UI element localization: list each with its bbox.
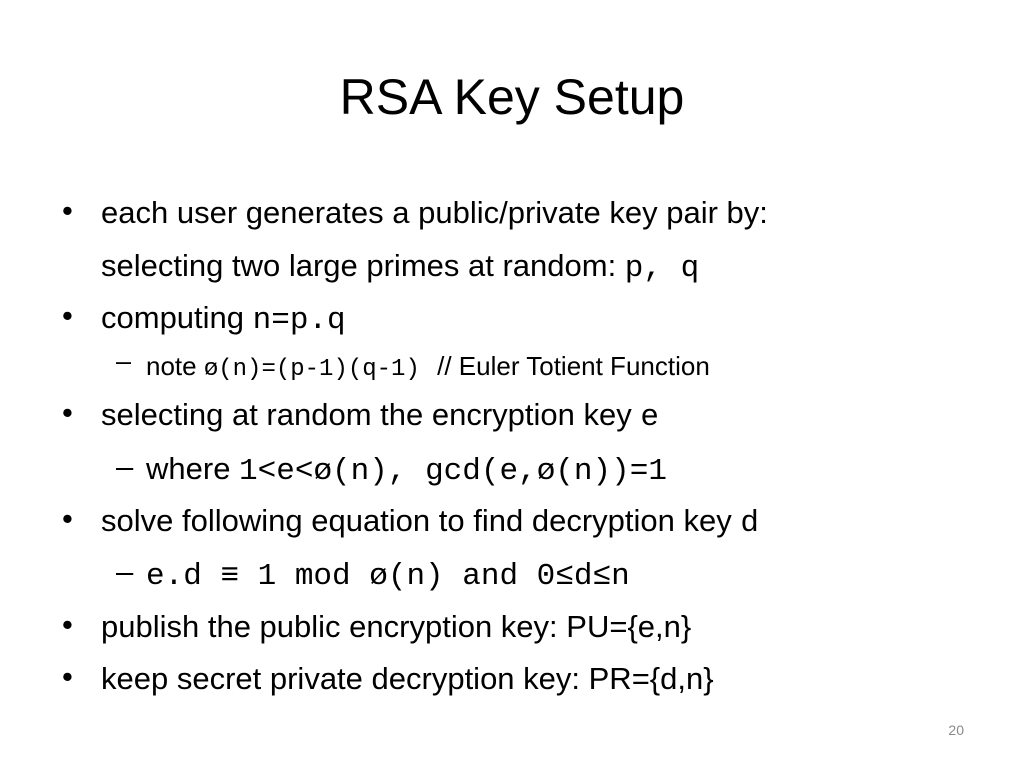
sub-bullet-d-equation: e.d ≡ 1 mod ø(n) and 0≤d≤n: [146, 554, 630, 597]
bullet-text: computing: [101, 300, 253, 335]
bullet-text: each user generates a public/private key…: [101, 195, 768, 230]
bullet-marker: •: [62, 395, 73, 430]
bullet-solve-d: solve following equation to find decrypt…: [101, 501, 759, 544]
sub-bullet-marker: –: [116, 449, 134, 484]
line-select-primes: selecting two large primes at random: p,…: [101, 246, 699, 289]
bullet-text: keep secret private decryption key: PR={…: [101, 661, 714, 696]
bullet-marker: •: [62, 659, 73, 694]
bullet-keep-private-key: keep secret private decryption key: PR={…: [101, 659, 714, 699]
code-d: d: [740, 506, 759, 541]
sub-bullet-e-condition: where 1<e<ø(n), gcd(e,ø(n))=1: [146, 449, 667, 492]
bullet-marker: •: [62, 298, 73, 333]
bullet-text: solve following equation to find decrypt…: [101, 503, 741, 538]
bullet-publish-public-key: publish the public encryption key: PU={e…: [101, 607, 691, 647]
page-number: 20: [948, 722, 964, 738]
code-d-equation: e.d ≡ 1 mod ø(n) and 0≤d≤n: [146, 559, 630, 594]
code-n-formula: n=p.q: [252, 303, 346, 338]
code-e: e: [640, 400, 659, 435]
sub-bullet-marker: –: [116, 346, 132, 376]
sub-bullet-text: note: [146, 351, 204, 381]
sub-bullet-text: where: [146, 451, 240, 486]
bullet-marker: •: [62, 607, 73, 642]
bullet-text: publish the public encryption key: PU={e…: [101, 609, 692, 644]
bullet-text: selecting at random the encryption key: [101, 397, 641, 432]
code-primes: p, q: [624, 251, 700, 286]
sub-bullet-marker: –: [116, 554, 134, 589]
line-text: selecting two large primes at random:: [101, 248, 625, 283]
bullet-select-e: selecting at random the encryption key e: [101, 395, 659, 438]
code-totient: ø(n)=(p-1)(q-1): [203, 356, 420, 383]
slide-title: RSA Key Setup: [339, 69, 685, 125]
bullet-compute-n: computing n=p.q: [101, 298, 346, 341]
bullet-user-key-pair: each user generates a public/private key…: [101, 193, 768, 233]
sub-bullet-totient: note ø(n)=(p-1)(q-1) // Euler Totient Fu…: [146, 346, 710, 390]
code-e-condition: 1<e<ø(n), gcd(e,ø(n))=1: [239, 454, 667, 489]
bullet-marker: •: [62, 193, 73, 228]
bullet-marker: •: [62, 501, 73, 536]
totient-comment: // Euler Totient Function: [437, 351, 710, 381]
